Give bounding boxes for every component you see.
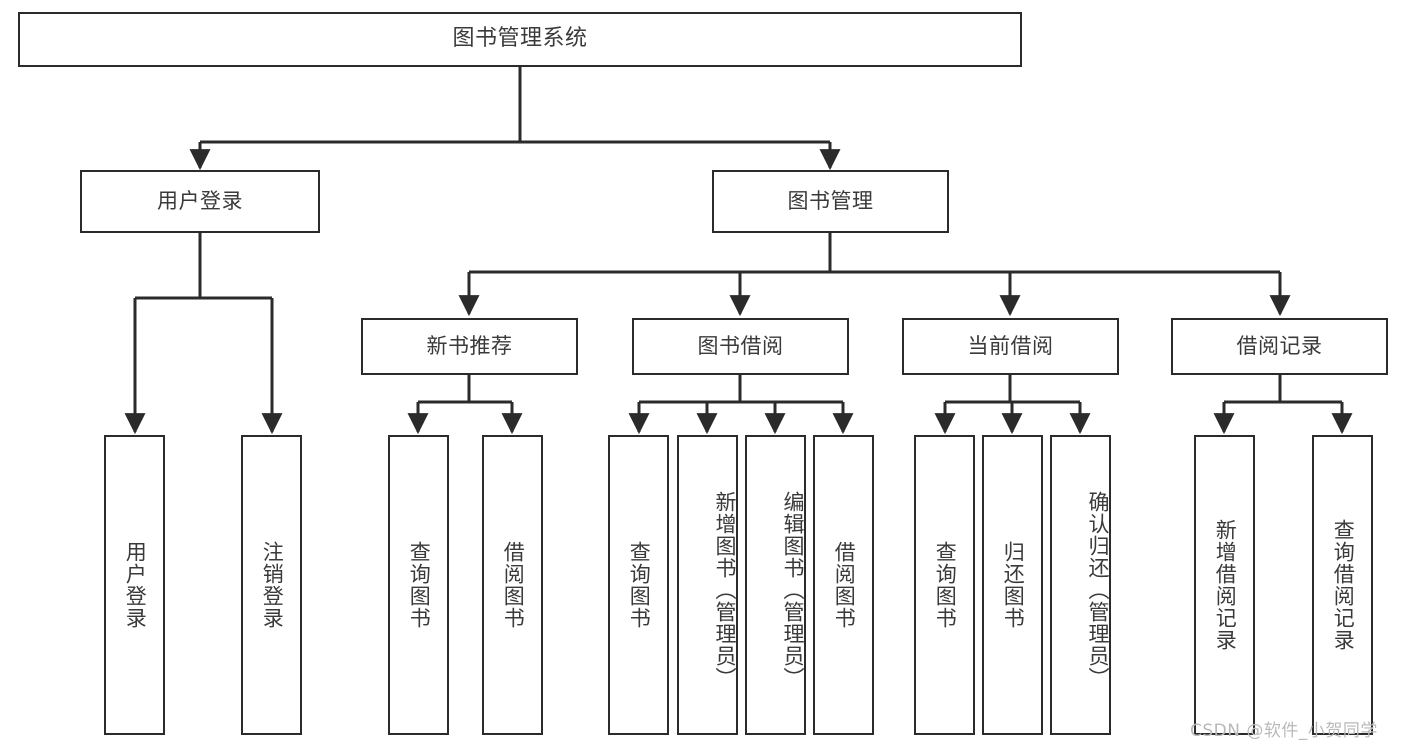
node-root-system[interactable]: 图书管理系统 [18, 12, 1022, 67]
node-book-management[interactable]: 图书管理 [712, 170, 949, 233]
leaf-book-borrow-edit-book-admin[interactable]: 编辑图书（管理员） [745, 435, 806, 735]
leaf-current-borrow-confirm-return-admin[interactable]: 确认归还（管理员） [1050, 435, 1111, 735]
leaf-book-borrow-add-book-admin[interactable]: 新增图书（管理员） [677, 435, 738, 735]
leaf-borrow-record-add-record[interactable]: 新增借阅记录 [1194, 435, 1255, 735]
node-new-book-recommend[interactable]: 新书推荐 [361, 318, 578, 375]
leaf-user-login-logout[interactable]: 注销登录 [241, 435, 302, 735]
leaf-book-borrow-query-book[interactable]: 查询图书 [608, 435, 669, 735]
node-borrow-record[interactable]: 借阅记录 [1171, 318, 1388, 375]
node-book-borrow[interactable]: 图书借阅 [632, 318, 849, 375]
leaf-current-borrow-query-book[interactable]: 查询图书 [914, 435, 975, 735]
leaf-borrow-record-query-record[interactable]: 查询借阅记录 [1312, 435, 1373, 735]
leaf-book-borrow-borrow-book[interactable]: 借阅图书 [813, 435, 874, 735]
leaf-current-borrow-return-book[interactable]: 归还图书 [982, 435, 1043, 735]
csdn-watermark: CSDN @软件_小贺同学 [1190, 721, 1378, 741]
leaf-user-login-login[interactable]: 用户登录 [104, 435, 165, 735]
node-user-login[interactable]: 用户登录 [80, 170, 320, 233]
leaf-new-book-query-book[interactable]: 查询图书 [388, 435, 449, 735]
node-current-borrow[interactable]: 当前借阅 [902, 318, 1119, 375]
leaf-new-book-borrow-book[interactable]: 借阅图书 [482, 435, 543, 735]
